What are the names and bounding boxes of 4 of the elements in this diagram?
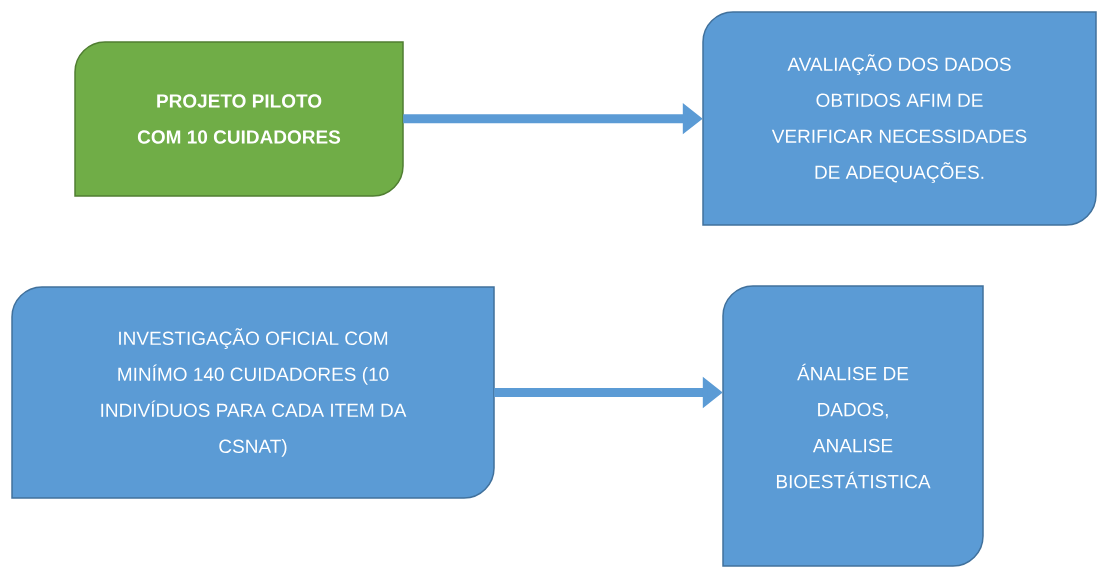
process-box: INVESTIGAÇÃO OFICIAL COM MINÍMO 140 CUIDADORES (10 INDIVÍDUOS PARA CADA ITEM DA CSNAT) — [11, 286, 495, 499]
process-box: ÁNALISE DE DADOS, ANALISE BIOESTÁTISTICA — [722, 285, 984, 567]
process-box: AVALIAÇÃO DOS DADOS OBTIDOS AFIM DE VERIFICAR NECESSIDADES DE ADEQUAÇÕES. — [702, 11, 1097, 226]
process-box: PROJETO PILOTO COM 10 CUIDADORES — [74, 41, 404, 197]
